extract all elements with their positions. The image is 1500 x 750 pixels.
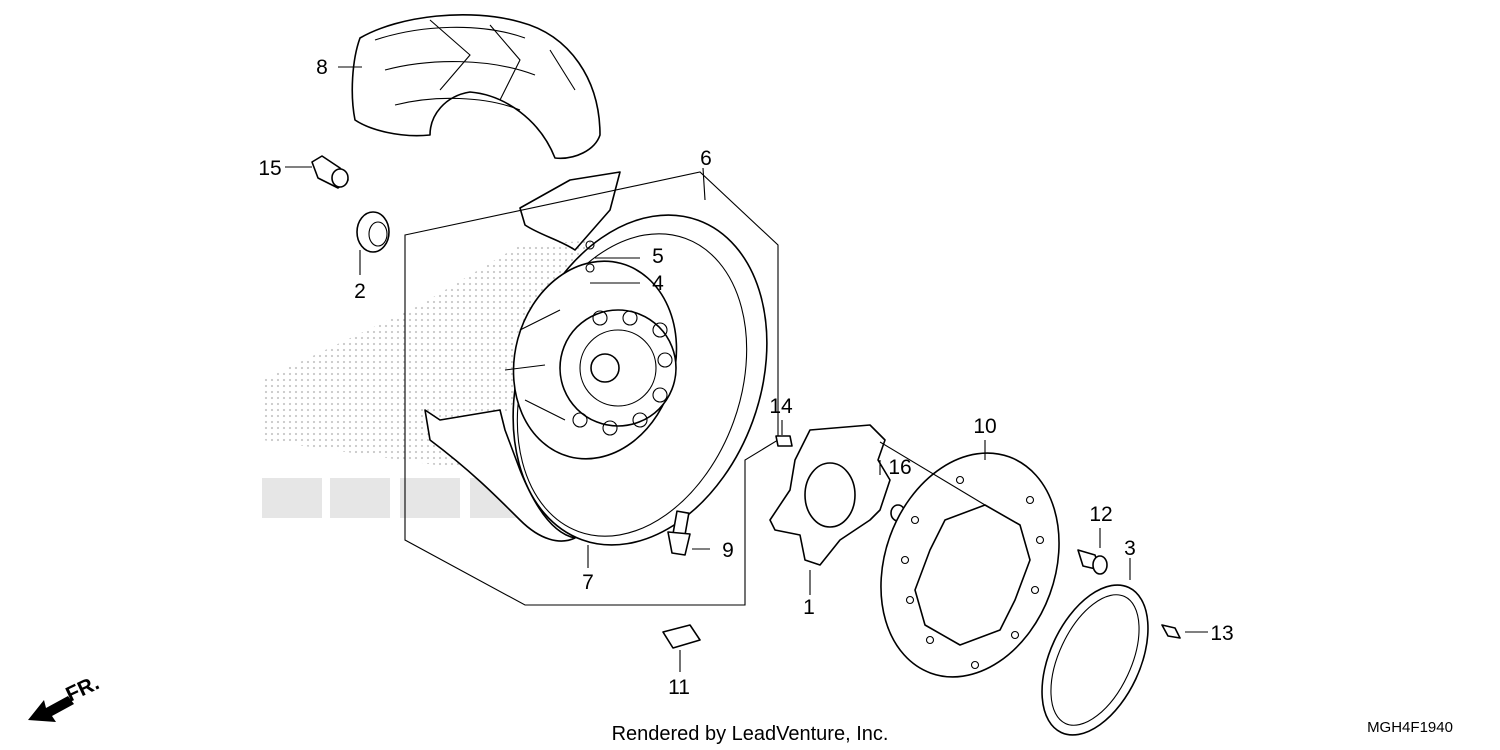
leader-lines [285,66,1208,672]
bolt-part-14[interactable] [775,435,793,447]
wheel-part-6[interactable] [469,179,811,581]
part-label-13[interactable]: 13 [1210,622,1233,645]
part-label-6[interactable]: 6 [700,147,712,170]
brake-disc-part-10[interactable] [851,428,1089,702]
part-label-4[interactable]: 4 [652,272,664,295]
part-label-8[interactable]: 8 [316,56,328,79]
part-label-5[interactable]: 5 [652,245,664,268]
part-label-11[interactable]: 11 [668,676,690,699]
part-label-9[interactable]: 9 [722,539,734,562]
damper-part-4-5[interactable] [585,240,595,273]
part-label-1[interactable]: 1 [803,596,815,619]
rim-band-part-7[interactable] [424,171,621,542]
valve-part-9[interactable] [667,510,691,556]
flange-part-1[interactable] [769,424,891,566]
balance-weight-part-11[interactable] [662,624,701,649]
bolt-part-12[interactable] [1077,549,1108,575]
footer-credit: Rendered by LeadVenture, Inc. [612,723,889,745]
bolt-part-15[interactable] [311,155,349,189]
front-direction-arrow-icon: FR. [28,671,103,722]
part-label-12[interactable]: 12 [1089,503,1112,526]
assembly-box-outline [404,171,779,606]
part-label-16[interactable]: 16 [888,456,911,479]
part-label-2[interactable]: 2 [354,280,366,303]
part-label-10[interactable]: 10 [973,415,996,438]
bolt-part-13[interactable] [1161,624,1181,639]
part-label-15[interactable]: 15 [258,157,281,180]
pulser-ring-part-3[interactable] [1020,568,1169,750]
part-label-14[interactable]: 14 [769,395,793,418]
diagram-code: MGH4F1940 [1367,719,1453,736]
part-label-7[interactable]: 7 [582,571,594,594]
tire-part-8[interactable] [351,14,601,160]
part-label-3[interactable]: 3 [1124,537,1136,560]
dust-seal-part-2[interactable] [356,211,390,253]
